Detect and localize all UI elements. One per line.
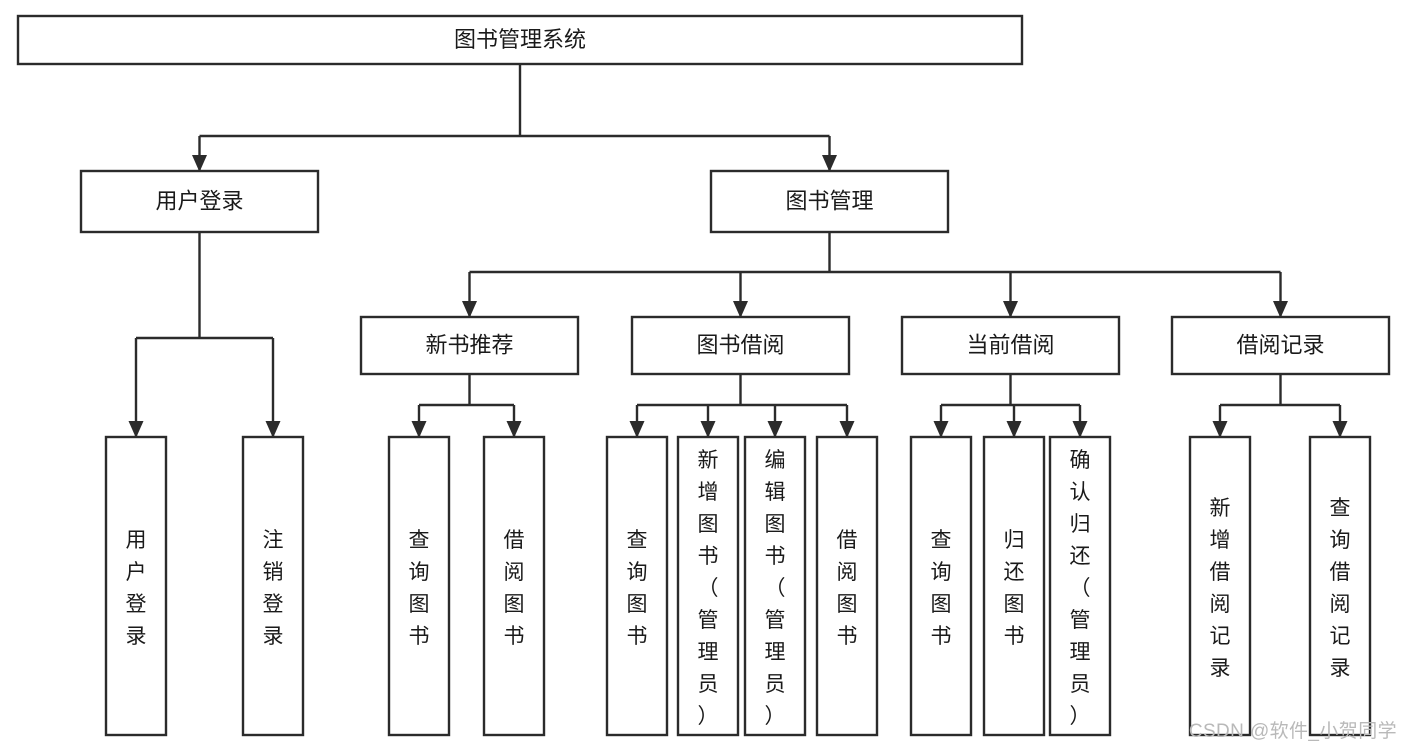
node-leaf-borrow-book-1[interactable]: 借阅图书 <box>482 435 546 737</box>
node-label-leaf-borrow-book-2: 借阅图书 <box>837 529 858 648</box>
node-box-root <box>16 14 1024 66</box>
arrow-down-icon-root-1 <box>822 155 837 172</box>
node-label-book-borrow: 图书借阅 <box>696 332 784 357</box>
node-label-new-book-recommend: 新书推荐 <box>425 332 513 357</box>
arrow-down-icon-current-borrow-0 <box>933 421 949 438</box>
node-box-leaf-user-logout <box>241 435 305 737</box>
node-box-leaf-return-book <box>982 435 1046 737</box>
node-leaf-query-book-2[interactable]: 查询图书 <box>605 435 669 737</box>
node-user-login[interactable]: 用户登录 <box>79 169 320 234</box>
node-box-leaf-query-book-3 <box>909 435 973 737</box>
node-box-leaf-user-login <box>104 435 168 737</box>
arrow-down-icon-user-login-0 <box>128 421 144 438</box>
node-label-leaf-query-book-3: 查询图书 <box>931 529 952 648</box>
node-label-leaf-add-book: 新增图书（管理员） <box>698 449 719 728</box>
node-label-leaf-return-book: 归还图书 <box>1004 529 1025 648</box>
node-box-new-book-recommend <box>359 315 580 376</box>
node-leaf-edit-book[interactable]: 编辑图书（管理员） <box>743 435 807 737</box>
arrow-down-icon-book-manage-3 <box>1273 301 1288 318</box>
node-root[interactable]: 图书管理系统 <box>16 14 1024 66</box>
node-leaf-query-book-1[interactable]: 查询图书 <box>387 435 451 737</box>
arrow-down-icon-borrow-record-0 <box>1212 421 1228 438</box>
node-box-user-login <box>79 169 320 234</box>
node-box-leaf-add-record <box>1188 435 1252 737</box>
node-label-leaf-query-book-1: 查询图书 <box>409 529 430 648</box>
node-leaf-confirm-return[interactable]: 确认归还（管理员） <box>1048 435 1112 737</box>
arrow-down-icon-book-borrow-1 <box>700 421 716 438</box>
arrow-down-icon-book-borrow-2 <box>767 421 783 438</box>
arrow-down-icon-current-borrow-1 <box>1006 421 1022 438</box>
node-book-borrow[interactable]: 图书借阅 <box>630 315 851 376</box>
node-label-leaf-query-record: 查询借阅记录 <box>1330 497 1351 680</box>
arrow-down-icon-new-book-recommend-0 <box>411 421 427 438</box>
arrow-down-icon-book-manage-2 <box>1003 301 1018 318</box>
node-label-leaf-user-login: 用户登录 <box>126 529 147 648</box>
node-box-leaf-add-book <box>676 435 740 737</box>
node-box-leaf-borrow-book-1 <box>482 435 546 737</box>
node-borrow-record[interactable]: 借阅记录 <box>1170 315 1391 376</box>
node-label-leaf-borrow-book-1: 借阅图书 <box>504 529 525 648</box>
node-box-book-borrow <box>630 315 851 376</box>
node-leaf-user-login[interactable]: 用户登录 <box>104 435 168 737</box>
node-box-current-borrow <box>900 315 1121 376</box>
arrow-down-icon-root-0 <box>192 155 207 172</box>
node-leaf-add-record[interactable]: 新增借阅记录 <box>1188 435 1252 737</box>
arrow-down-icon-book-manage-0 <box>462 301 477 318</box>
node-box-leaf-query-book-1 <box>387 435 451 737</box>
node-label-leaf-query-book-2: 查询图书 <box>627 529 648 648</box>
arrow-down-icon-book-manage-1 <box>733 301 748 318</box>
node-box-book-manage <box>709 169 950 234</box>
node-label-leaf-add-record: 新增借阅记录 <box>1210 497 1231 680</box>
node-current-borrow[interactable]: 当前借阅 <box>900 315 1121 376</box>
arrow-down-icon-current-borrow-2 <box>1072 421 1088 438</box>
node-box-leaf-query-book-2 <box>605 435 669 737</box>
node-leaf-user-logout[interactable]: 注销登录 <box>241 435 305 737</box>
node-new-book-recommend[interactable]: 新书推荐 <box>359 315 580 376</box>
node-label-leaf-user-logout: 注销登录 <box>263 529 284 648</box>
arrow-down-icon-borrow-record-1 <box>1332 421 1348 438</box>
node-label-leaf-confirm-return: 确认归还（管理员） <box>1070 449 1091 728</box>
node-label-current-borrow: 当前借阅 <box>966 332 1054 357</box>
node-layer: 图书管理系统用户登录图书管理新书推荐图书借阅当前借阅借阅记录用户登录注销登录查询… <box>16 14 1391 737</box>
node-box-leaf-query-record <box>1308 435 1372 737</box>
node-label-book-manage: 图书管理 <box>785 188 873 213</box>
arrow-down-icon-user-login-1 <box>265 421 281 438</box>
node-leaf-return-book[interactable]: 归还图书 <box>982 435 1046 737</box>
node-box-leaf-edit-book <box>743 435 807 737</box>
node-leaf-query-record[interactable]: 查询借阅记录 <box>1308 435 1372 737</box>
node-label-user-login: 用户登录 <box>155 188 243 213</box>
node-box-leaf-borrow-book-2 <box>815 435 879 737</box>
node-box-leaf-confirm-return <box>1048 435 1112 737</box>
node-label-borrow-record: 借阅记录 <box>1236 332 1324 357</box>
node-leaf-query-book-3[interactable]: 查询图书 <box>909 435 973 737</box>
node-box-borrow-record <box>1170 315 1391 376</box>
arrow-down-icon-book-borrow-0 <box>629 421 645 438</box>
node-leaf-add-book[interactable]: 新增图书（管理员） <box>676 435 740 737</box>
node-label-leaf-edit-book: 编辑图书（管理员） <box>765 449 786 728</box>
node-leaf-borrow-book-2[interactable]: 借阅图书 <box>815 435 879 737</box>
node-book-manage[interactable]: 图书管理 <box>709 169 950 234</box>
arrow-down-icon-book-borrow-3 <box>839 421 855 438</box>
arrow-down-icon-new-book-recommend-1 <box>506 421 522 438</box>
node-label-root: 图书管理系统 <box>454 27 586 52</box>
connector-layer <box>128 64 1348 438</box>
